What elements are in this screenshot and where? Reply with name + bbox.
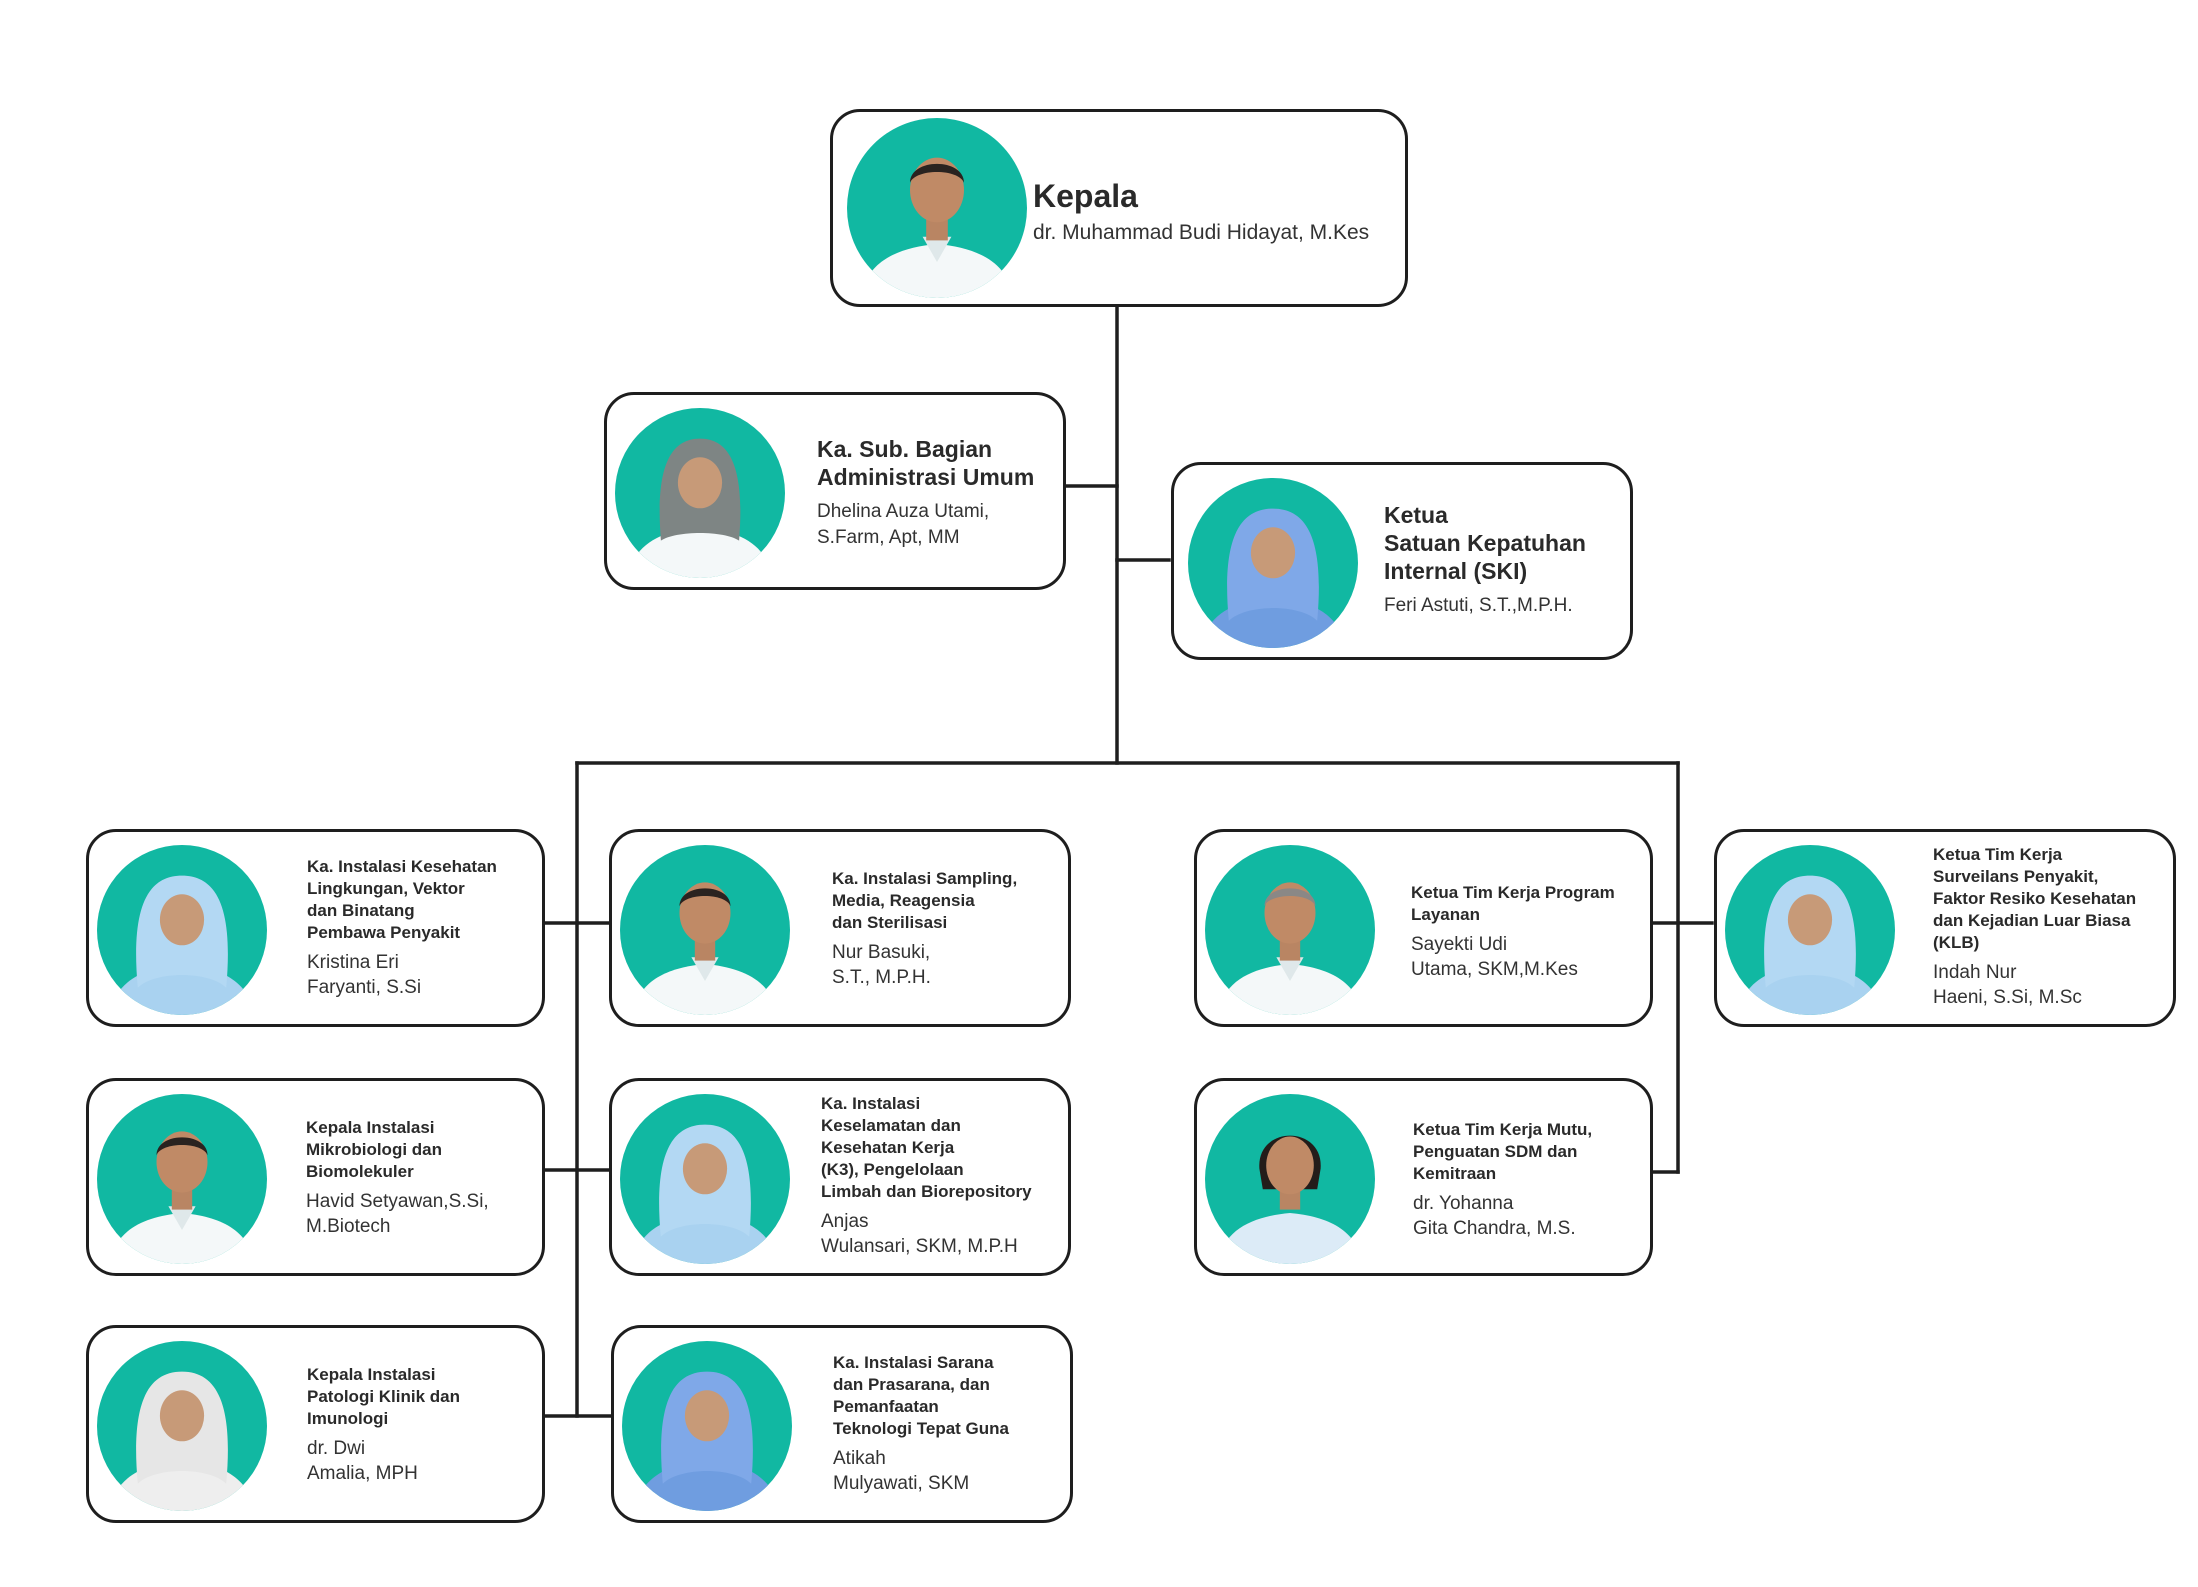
card-unit-4: Ka. Instalasi Sampling, Media, Reagensia…: [609, 829, 1071, 1027]
admin-role: Ka. Sub. Bagian Administrasi Umum: [817, 436, 1035, 490]
card-ski: Ketua Satuan Kepatuhan Internal (SKI) Fe…: [1171, 462, 1633, 660]
unit-role: Ka. Instalasi Kesehatan Lingkungan, Vekt…: [307, 857, 497, 942]
woman-hijab-lightblue-avatar: [620, 1094, 790, 1264]
unit-role: Kepala Instalasi Patologi Klinik dan Imu…: [307, 1365, 461, 1428]
man-avatar: [97, 1094, 267, 1264]
unit-role: Ketua Tim Kerja Program Layanan: [1411, 883, 1615, 924]
woman-hijab-blue-avatar: [1188, 478, 1358, 648]
unit-name: Indah Nur Haeni, S.Si, M.Sc: [1933, 962, 2082, 1008]
unit-role: Ka. Instalasi Sarana dan Prasarana, dan …: [833, 1353, 1009, 1438]
ski-role: Ketua Satuan Kepatuhan Internal (SKI): [1384, 502, 1586, 584]
card-unit-9: Ketua Tim Kerja Surveilans Penyakit, Fak…: [1714, 829, 2176, 1027]
admin-name: Dhelina Auza Utami, S.Farm, Apt, MM: [817, 501, 990, 548]
woman-hijab-grey-avatar: [615, 408, 785, 578]
woman-hijab-blue-avatar: [622, 1341, 792, 1511]
card-unit-2: Kepala Instalasi Mikrobiologi dan Biomol…: [86, 1078, 545, 1276]
unit-role: Kepala Instalasi Mikrobiologi dan Biomol…: [306, 1118, 442, 1181]
unit-name: Kristina Eri Faryanti, S.Si: [307, 952, 422, 998]
man-avatar: [620, 845, 790, 1015]
head-role: Kepala: [1033, 178, 1138, 214]
unit-role: Ketua Tim Kerja Mutu, Penguatan SDM dan …: [1413, 1120, 1593, 1183]
ski-name: Feri Astuti, S.T.,M.P.H.: [1384, 595, 1573, 616]
unit-name: dr. Yohanna Gita Chandra, M.S.: [1413, 1193, 1576, 1239]
card-unit-8: Ketua Tim Kerja Mutu, Penguatan SDM dan …: [1194, 1078, 1653, 1276]
card-unit-5: Ka. Instalasi Keselamatan dan Kesehatan …: [609, 1078, 1071, 1276]
unit-name: Havid Setyawan,S.Si, M.Biotech: [306, 1191, 489, 1237]
unit-role: Ketua Tim Kerja Surveilans Penyakit, Fak…: [1933, 845, 2137, 952]
woman-hijab-white-avatar: [97, 1341, 267, 1511]
card-unit-1: Ka. Instalasi Kesehatan Lingkungan, Vekt…: [86, 829, 545, 1027]
unit-name: Nur Basuki, S.T., M.P.H.: [832, 942, 931, 988]
unit-name: Anjas Wulansari, SKM, M.P.H: [821, 1211, 1018, 1257]
card-unit-6: Ka. Instalasi Sarana dan Prasarana, dan …: [611, 1325, 1073, 1523]
woman-hijab-lightblue-avatar: [1725, 845, 1895, 1015]
woman-avatar: [1205, 1094, 1375, 1264]
unit-role: Ka. Instalasi Sampling, Media, Reagensia…: [832, 869, 1018, 932]
woman-hijab-lightblue-avatar: [97, 845, 267, 1015]
unit-role: Ka. Instalasi Keselamatan dan Kesehatan …: [821, 1094, 1032, 1201]
card-unit-3: Kepala Instalasi Patologi Klinik dan Imu…: [86, 1325, 545, 1523]
unit-name: dr. Dwi Amalia, MPH: [307, 1438, 418, 1484]
card-admin: Ka. Sub. Bagian Administrasi Umum Dhelin…: [604, 392, 1066, 590]
unit-name: Atikah Mulyawati, SKM: [833, 1448, 970, 1494]
card-head: Kepala dr. Muhammad Budi Hidayat, M.Kes: [830, 109, 1408, 307]
man-avatar: [847, 118, 1027, 298]
man-grey-avatar: [1205, 845, 1375, 1015]
head-name: dr. Muhammad Budi Hidayat, M.Kes: [1033, 221, 1370, 244]
unit-name: Sayekti Udi Utama, SKM,M.Kes: [1411, 934, 1578, 980]
card-unit-7: Ketua Tim Kerja Program Layanan Sayekti …: [1194, 829, 1653, 1027]
